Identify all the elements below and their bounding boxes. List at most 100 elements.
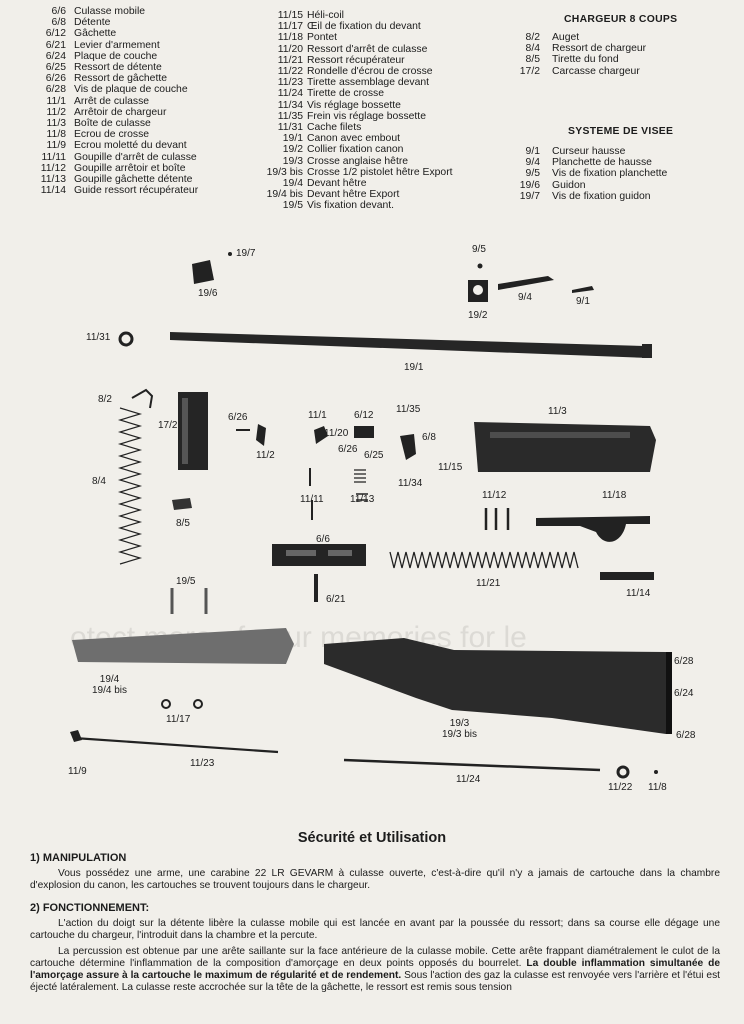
part-label: Détente: [74, 17, 111, 29]
document-title: Sécurité et Utilisation: [297, 830, 447, 846]
callout-11-13: 11/13: [350, 494, 375, 505]
part-code: 19/4: [282, 178, 303, 190]
trigger: [400, 434, 416, 460]
section-2-text-2c: Sous l'action des gaz la culasse est ren…: [30, 970, 720, 993]
callout-11-18: 11/18: [602, 490, 627, 501]
callout-11-3: 11/3: [548, 406, 567, 417]
part-label: Œil de fixation du devant: [307, 21, 421, 33]
callout-11-22: 11/22: [608, 782, 633, 793]
guard-pins: [484, 508, 510, 530]
part-code: 19/4 bis: [266, 189, 303, 201]
fore-end-screws: [170, 588, 208, 614]
exploded-view-illustration: otect more of your memories for le: [70, 252, 672, 779]
part-code: 6/26: [45, 73, 66, 85]
part-row: 6/25 Ressort de détente: [22, 62, 198, 73]
part-code: 19/7: [519, 190, 540, 202]
magazine-spring: [117, 407, 143, 565]
part-label: Guide ressort récupérateur: [74, 185, 199, 197]
callout-11-23: 11/23: [190, 758, 215, 769]
part-label: Vis de plaque de couche: [74, 84, 188, 96]
callout-6-21: 6/21: [326, 594, 346, 605]
part-code: 6/6: [51, 6, 66, 17]
part-code: 11/17: [277, 21, 303, 33]
trigger-guard: [536, 516, 650, 542]
callout-19-5: 19/5: [176, 576, 196, 587]
part-code: 8/2: [525, 32, 540, 43]
front-sight-screw: [228, 252, 232, 256]
front-sight: [192, 260, 214, 284]
callout-6-24: 6/24: [674, 688, 694, 699]
callout-11-8: 11/8: [648, 782, 667, 793]
part-label: Curseur hausse: [552, 146, 626, 157]
callout-11-11: 11/11: [300, 494, 324, 505]
receiver: [474, 422, 656, 472]
visee-title: SYSTEME DE VISEE: [568, 126, 674, 137]
part-code: 11/14: [40, 185, 66, 197]
trigger-spring: [354, 469, 366, 483]
callout-6-26b: 6/26: [338, 444, 358, 455]
callout-6-8: 6/8: [422, 432, 436, 443]
part-label: Boîte de culasse: [74, 118, 151, 130]
part-label: Auget: [552, 32, 580, 43]
part-label: Gâchette: [74, 28, 117, 40]
part-row: 17/2 Carcasse chargeur: [500, 66, 646, 77]
part-code: 11/9: [46, 140, 66, 152]
part-code: 11/2: [46, 106, 66, 118]
part-label: Ressort de détente: [74, 62, 162, 74]
part-code: 17/2: [519, 65, 540, 77]
callout-19-4: 19/4 19/4 bis: [92, 674, 128, 696]
part-code: 11/23: [277, 77, 303, 89]
part-row: 8/2 Auget: [500, 32, 646, 43]
callout-9-5: 9/5: [472, 244, 486, 255]
part-row: 19/4 Devant hêtre: [253, 178, 453, 189]
part-code: 6/21: [45, 39, 66, 51]
callout-11-21: 11/21: [476, 578, 501, 589]
part-code: 6/25: [45, 62, 66, 74]
recoil-spring-guide: [600, 572, 654, 580]
callout-9-4: 9/4: [518, 292, 532, 303]
part-code: 9/4: [525, 157, 540, 169]
part-code: 11/22: [277, 66, 303, 78]
callout-11-2: 11/2: [256, 450, 275, 461]
section-1-heading: 1) MANIPULATION: [30, 852, 127, 864]
part-code: 11/15: [277, 10, 303, 21]
part-code: 6/24: [45, 50, 66, 62]
part-row: 11/23 Tirette assemblage devant: [253, 77, 453, 88]
part-row: 6/26 Ressort de gâchette: [22, 73, 198, 84]
callout-11-1: 11/1: [308, 410, 327, 421]
part-label: Ressort de gâchette: [74, 73, 167, 85]
callout-19-1: 19/1: [404, 362, 424, 373]
sight-cursor: [572, 286, 594, 293]
part-label: Tirette assemblage devant: [307, 77, 430, 89]
callout-11-24: 11/24: [456, 774, 481, 785]
rear-sight-leaf: [498, 276, 554, 290]
part-label: Devant hêtre: [307, 178, 367, 190]
part-label: Vis fixation devant.: [307, 200, 395, 212]
callout-17-2: 17/2: [158, 420, 178, 431]
part-label: Crosse 1/2 pistolet hêtre Export: [307, 166, 453, 178]
part-row: 11/14 Guide ressort récupérateur: [22, 185, 198, 196]
callout-19-2: 19/2: [468, 310, 488, 321]
part-label: Frein vis réglage bossette: [307, 110, 426, 122]
callout-6-28b: 6/28: [676, 730, 696, 741]
fore-end-eye-1: [161, 699, 171, 709]
callout-11-14: 11/14: [626, 588, 651, 599]
bolt: [272, 544, 366, 566]
thread-cap: [118, 331, 134, 347]
part-label: Carcasse chargeur: [552, 65, 640, 77]
part-label: Arrêt de culasse: [74, 95, 150, 107]
